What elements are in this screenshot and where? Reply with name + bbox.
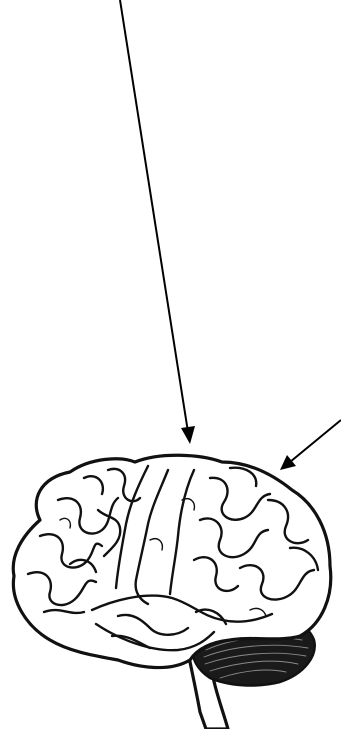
brain-illustration — [13, 455, 331, 729]
top-arrow-head — [181, 426, 195, 444]
right-arrow-shaft — [290, 420, 341, 462]
top-pointer-arrow — [120, 0, 195, 444]
right-arrow-head — [280, 455, 296, 470]
top-arrow-shaft — [120, 0, 188, 432]
right-pointer-arrow — [280, 420, 341, 470]
